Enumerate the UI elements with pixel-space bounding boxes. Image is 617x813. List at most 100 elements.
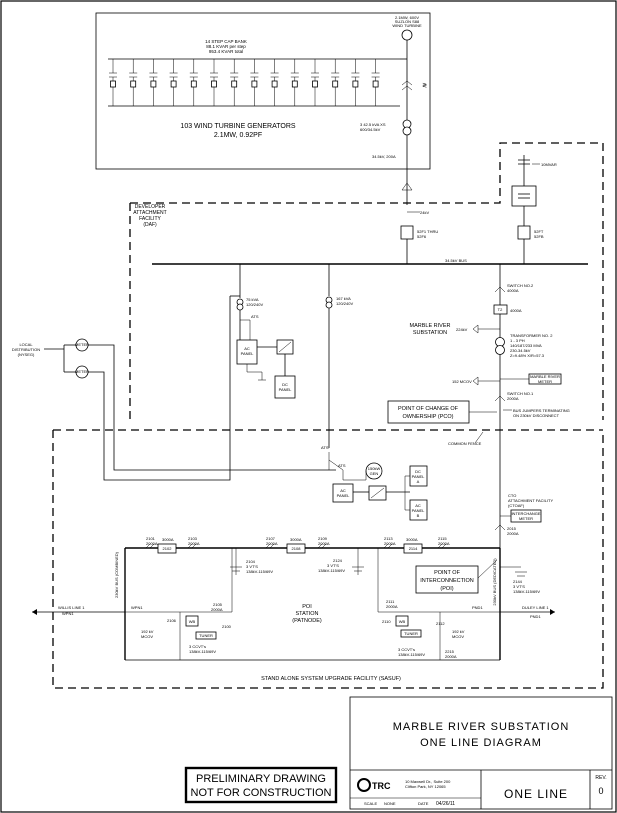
cap-step-11-part-5 <box>312 80 318 88</box>
cap-step-3-part-5 <box>150 80 157 88</box>
cap-step-6-part-5 <box>211 80 217 88</box>
cap-bank-steps <box>109 59 380 106</box>
poi-ats-switch <box>328 452 344 471</box>
vt2-label-1: 3 VT'S <box>327 563 339 568</box>
d2111-label-2: 2000A <box>386 604 398 609</box>
vt3-symbol <box>515 571 527 577</box>
d2105-label-1: 2105 <box>213 602 223 607</box>
interchange-label-2: METER <box>519 516 533 521</box>
ctf-label-2: ATTACHMENT FACILITY <box>508 498 553 503</box>
poi-dc-panel-a-3: A <box>417 479 420 484</box>
switch-1-symbol <box>494 395 506 402</box>
d3000a2-label: 3000A <box>290 537 302 542</box>
prelim-line-1: PRELIMINARY DRAWING <box>196 773 326 785</box>
interchange-label-1: INTERCHANGE <box>511 511 540 516</box>
date-value: 04/26/11 <box>436 801 455 807</box>
d2103-label-1: 2103 <box>188 536 198 541</box>
daf-dc-panel-label-2: PANEL <box>279 387 293 392</box>
cap-top-symbol <box>518 159 530 165</box>
vt3-label-2: 138kV-115/69V <box>513 589 540 594</box>
marble-river-meter <box>528 373 562 385</box>
local-meter-2-label: METER <box>75 369 89 374</box>
cap-step-8-part-5 <box>251 80 258 88</box>
d2101-label-2: 2000A <box>146 541 158 546</box>
d2110-label: 2110 <box>382 619 391 624</box>
switch-2-label-2: 4000A <box>507 288 519 293</box>
local-dist-label-1: LOCAL <box>19 342 33 347</box>
meter-label-2: METER <box>538 379 552 384</box>
bus-jumpers-label-2: ON 230kV DISCONNECT <box>513 413 560 418</box>
daf-title-3: FACILITY <box>139 216 161 222</box>
poi-panel-1-label-2: PANEL <box>337 493 351 498</box>
ccvt-right-1: 3 CCVT's <box>398 647 415 652</box>
cap-step-14-part-5 <box>372 80 379 88</box>
cap-step-5-part-5 <box>190 80 197 88</box>
daf-ac-panel-label-2: PANEL <box>241 351 255 356</box>
daf-dc-panel-label-1: DC <box>282 382 288 387</box>
d2144-label: 2144 <box>513 579 523 584</box>
d2109-label-1: 2109 <box>318 536 328 541</box>
wind-farm-box <box>95 12 431 170</box>
d2106-label: 2106 <box>167 618 177 623</box>
wb-left-label: WB <box>189 619 196 624</box>
address-1: 10 Maxwell Dr., Suite 200 <box>405 779 451 784</box>
wb-left <box>185 615 199 627</box>
d3000a1-label: 3000A <box>162 537 174 542</box>
cap-step-2-part-5 <box>130 80 137 88</box>
generators-label-2: 2.1MW, 0.92PF <box>214 132 262 139</box>
breaker-52ft-label-1: 52FT <box>534 229 544 234</box>
sw-2015-symbol <box>494 524 506 531</box>
tuner-left <box>195 631 217 640</box>
right-line-devices: PND1 2111 2000A 2110 2112 WB TUNER 192 k… <box>377 548 500 660</box>
address-2: Clifton Park, NY 12065 <box>405 784 446 789</box>
pco-label-2: OWNERSHIP (PCO) <box>403 414 454 420</box>
tuner-right <box>400 629 422 638</box>
d3000a3-label: 3000A <box>406 537 418 542</box>
mcov-right-2: MCOV <box>452 634 464 639</box>
d2104-label: 2104 <box>246 559 256 564</box>
poi-dc-panel-a-1: DC <box>415 469 421 474</box>
breaker-52f1 <box>400 225 414 240</box>
cap-bank-label-2: 88.1 KVAR per step <box>206 44 246 49</box>
scale-label: SCALE <box>364 801 377 806</box>
ss-xfmr-1-label-1: 75 kVA <box>246 297 259 302</box>
cap-step-12-part-5 <box>332 80 339 88</box>
rev-value: 0 <box>598 786 603 796</box>
t2-breaker <box>493 304 508 315</box>
poi-label-3: (POI) <box>440 586 453 592</box>
arrester-152-symbol <box>472 376 479 386</box>
d2124-label: 2124 <box>333 558 343 563</box>
main-xfmr-w2 <box>495 345 505 355</box>
breaker-52f1-label-2: 52F6 <box>417 234 427 239</box>
d2108-label: 2108 <box>292 546 302 551</box>
gsu-rating-1: 3 42.5 kVA XS <box>360 122 386 127</box>
d2102-label: 2102 <box>163 546 173 551</box>
arrester-224-label: 224kV <box>456 327 468 332</box>
poi-panel-1 <box>332 483 354 503</box>
date-label: DATE <box>418 801 429 806</box>
turbine-rating-2: SUZLON S88 <box>395 19 420 24</box>
switch-2-label-1: SWITCH NO.2 <box>507 283 534 288</box>
daf-title-2: ATTACHMENT <box>133 210 166 216</box>
xfmr-label-2: 1 - 3 PH <box>510 338 525 343</box>
left-line-devices: WPN1 2105 2000A 2106 2100 WB TUNER 192 k… <box>125 548 233 660</box>
cap-step-7-part-5 <box>231 80 238 88</box>
d2113-label-2: 2000A <box>384 541 396 546</box>
duley-label-1: DULEY LINE 1 <box>522 605 549 610</box>
d2105-label-2: 2000A <box>211 607 223 612</box>
d2215-label-2: 2000A <box>445 654 457 659</box>
cap-step-10-part-5 <box>291 80 298 88</box>
tuner-right-label: TUNER <box>404 631 418 636</box>
wb-right <box>395 615 409 627</box>
daf-dc-panel <box>274 375 296 399</box>
turbine-breaker-symbol <box>401 80 413 91</box>
t2-label: T2 <box>498 307 503 312</box>
daf-title-1: DEVELOPER <box>135 204 166 210</box>
drawing-number: ONE LINE <box>504 787 568 801</box>
station-label-2: STATION <box>295 611 318 617</box>
breaker-2114 <box>403 543 423 554</box>
duley-arrow <box>550 609 555 615</box>
cap-bank-box <box>511 185 537 207</box>
ccvt-left-2: 138kV-115/69V <box>189 649 216 654</box>
sasuf-boundary <box>52 430 604 689</box>
